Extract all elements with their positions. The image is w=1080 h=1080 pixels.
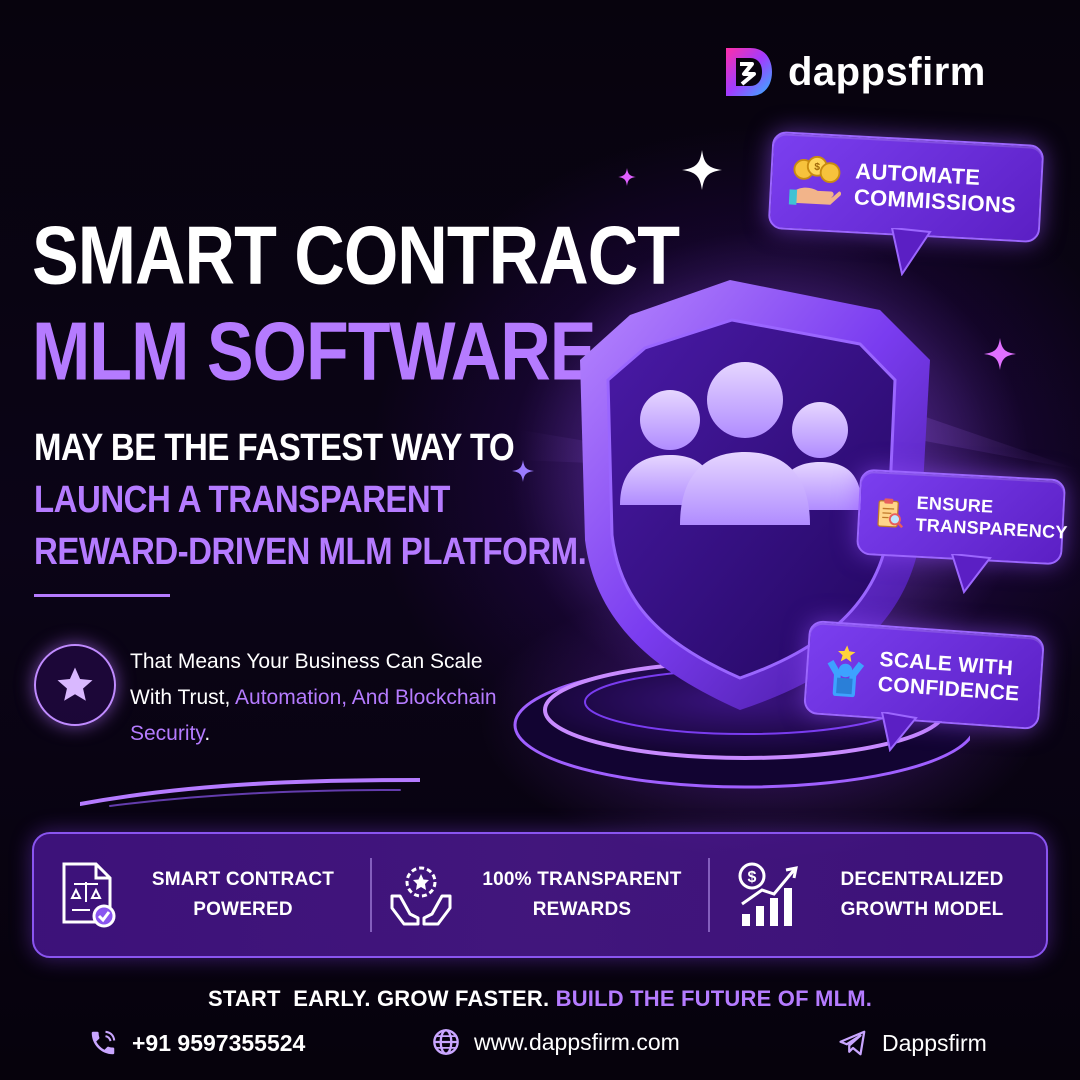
star-icon <box>57 667 93 701</box>
feature-divider <box>370 858 372 932</box>
bubble-scale-with-confidence: SCALE WITH CONFIDENCE <box>803 619 1045 731</box>
contact-phone[interactable]: +91 9597355524 <box>88 1028 305 1058</box>
bubble-tail-2 <box>950 554 992 594</box>
clipboard-magnifier-icon <box>877 498 904 529</box>
feature-divider <box>708 858 710 932</box>
globe-icon <box>433 1029 459 1055</box>
bubble-tail-3 <box>880 712 918 752</box>
description-highlight-automation: Automation, <box>235 686 348 709</box>
dollar-growth-chart-icon: $ <box>738 862 798 926</box>
headline-line-2: MLM SOFTWARE <box>32 305 596 398</box>
contact-telegram[interactable]: Dappsfirm <box>838 1028 987 1058</box>
brand-logo: dappsfirm <box>720 44 986 100</box>
telegram-icon <box>839 1030 866 1056</box>
subheadline-line-2: LAUNCH A TRANSPARENT <box>34 477 450 521</box>
sparkle-large-icon <box>682 150 722 190</box>
bubble-tail-1 <box>890 228 932 276</box>
features-panel: SMART CONTRACT POWERED 100% TRANSPARENT … <box>32 832 1048 958</box>
bubble-ensure-transparency: ENSURE TRANSPARENCY <box>855 468 1069 566</box>
star-badge <box>34 644 116 726</box>
telegram-handle: Dappsfirm <box>882 1029 987 1056</box>
feature-label: SMART CONTRACT POWERED <box>151 869 335 920</box>
feature-decentralized-growth: $ DECENTRALIZED GROWTH MODEL <box>710 834 1046 956</box>
coins-hand-icon: $ <box>788 155 842 205</box>
hands-badge-icon <box>390 866 452 926</box>
phone-number: +91 9597355524 <box>132 1029 306 1056</box>
subheadline-line-3: REWARD-DRIVEN MLM PLATFORM. <box>34 529 587 573</box>
brand-name: dappsfirm <box>788 49 986 94</box>
feature-label: 100% TRANSPARENT REWARDS <box>482 869 682 920</box>
tagline-white: START EARLY. GROW FASTER. <box>207 986 556 1011</box>
bubble-label: SCALE WITH CONFIDENCE <box>877 647 1021 706</box>
person-star-icon <box>827 645 865 698</box>
dappsfirm-logo-icon <box>726 48 772 96</box>
svg-text:$: $ <box>748 869 757 886</box>
contract-document-icon <box>62 862 116 928</box>
subheadline-line-1: MAY BE THE FASTEST WAY TO <box>34 425 515 469</box>
tagline-purple: BUILD THE FUTURE OF MLM. <box>555 986 873 1011</box>
feature-label: DECENTRALIZED GROWTH MODEL <box>840 869 1004 920</box>
bubble-label: AUTOMATE COMMISSIONS <box>853 157 1017 218</box>
sparkle-right-icon <box>984 338 1016 370</box>
description-highlight-security: And Blockchain Security <box>130 686 497 745</box>
sparkle-small-icon <box>618 168 636 186</box>
description-part-5: . <box>204 722 211 745</box>
bubble-automate-commissions: $ AUTOMATE COMMISSIONS <box>767 130 1045 244</box>
svg-text:$: $ <box>814 162 821 173</box>
feature-transparent-rewards: 100% TRANSPARENT REWARDS <box>372 834 708 956</box>
phone-icon <box>91 1030 116 1055</box>
contact-website[interactable]: www.dappsfirm.com <box>432 1028 680 1056</box>
shield-podium-illustration <box>513 280 970 789</box>
feature-smart-contract: SMART CONTRACT POWERED <box>34 834 370 956</box>
bubble-label: ENSURE TRANSPARENCY <box>915 493 1069 543</box>
description-text: That Means Your Business Can Scale With … <box>130 644 510 752</box>
headline-line-1: SMART CONTRACT <box>32 209 680 302</box>
description-part-1: That Means Your Business Can Scale With … <box>130 650 483 709</box>
sparkle-mid-icon <box>512 460 534 482</box>
website-url: www.dappsfirm.com <box>474 1028 680 1055</box>
divider-rule <box>34 594 170 597</box>
decorative-swoosh <box>80 778 420 807</box>
tagline: START EARLY. GROW FASTER. BUILD THE FUTU… <box>0 986 1080 1012</box>
